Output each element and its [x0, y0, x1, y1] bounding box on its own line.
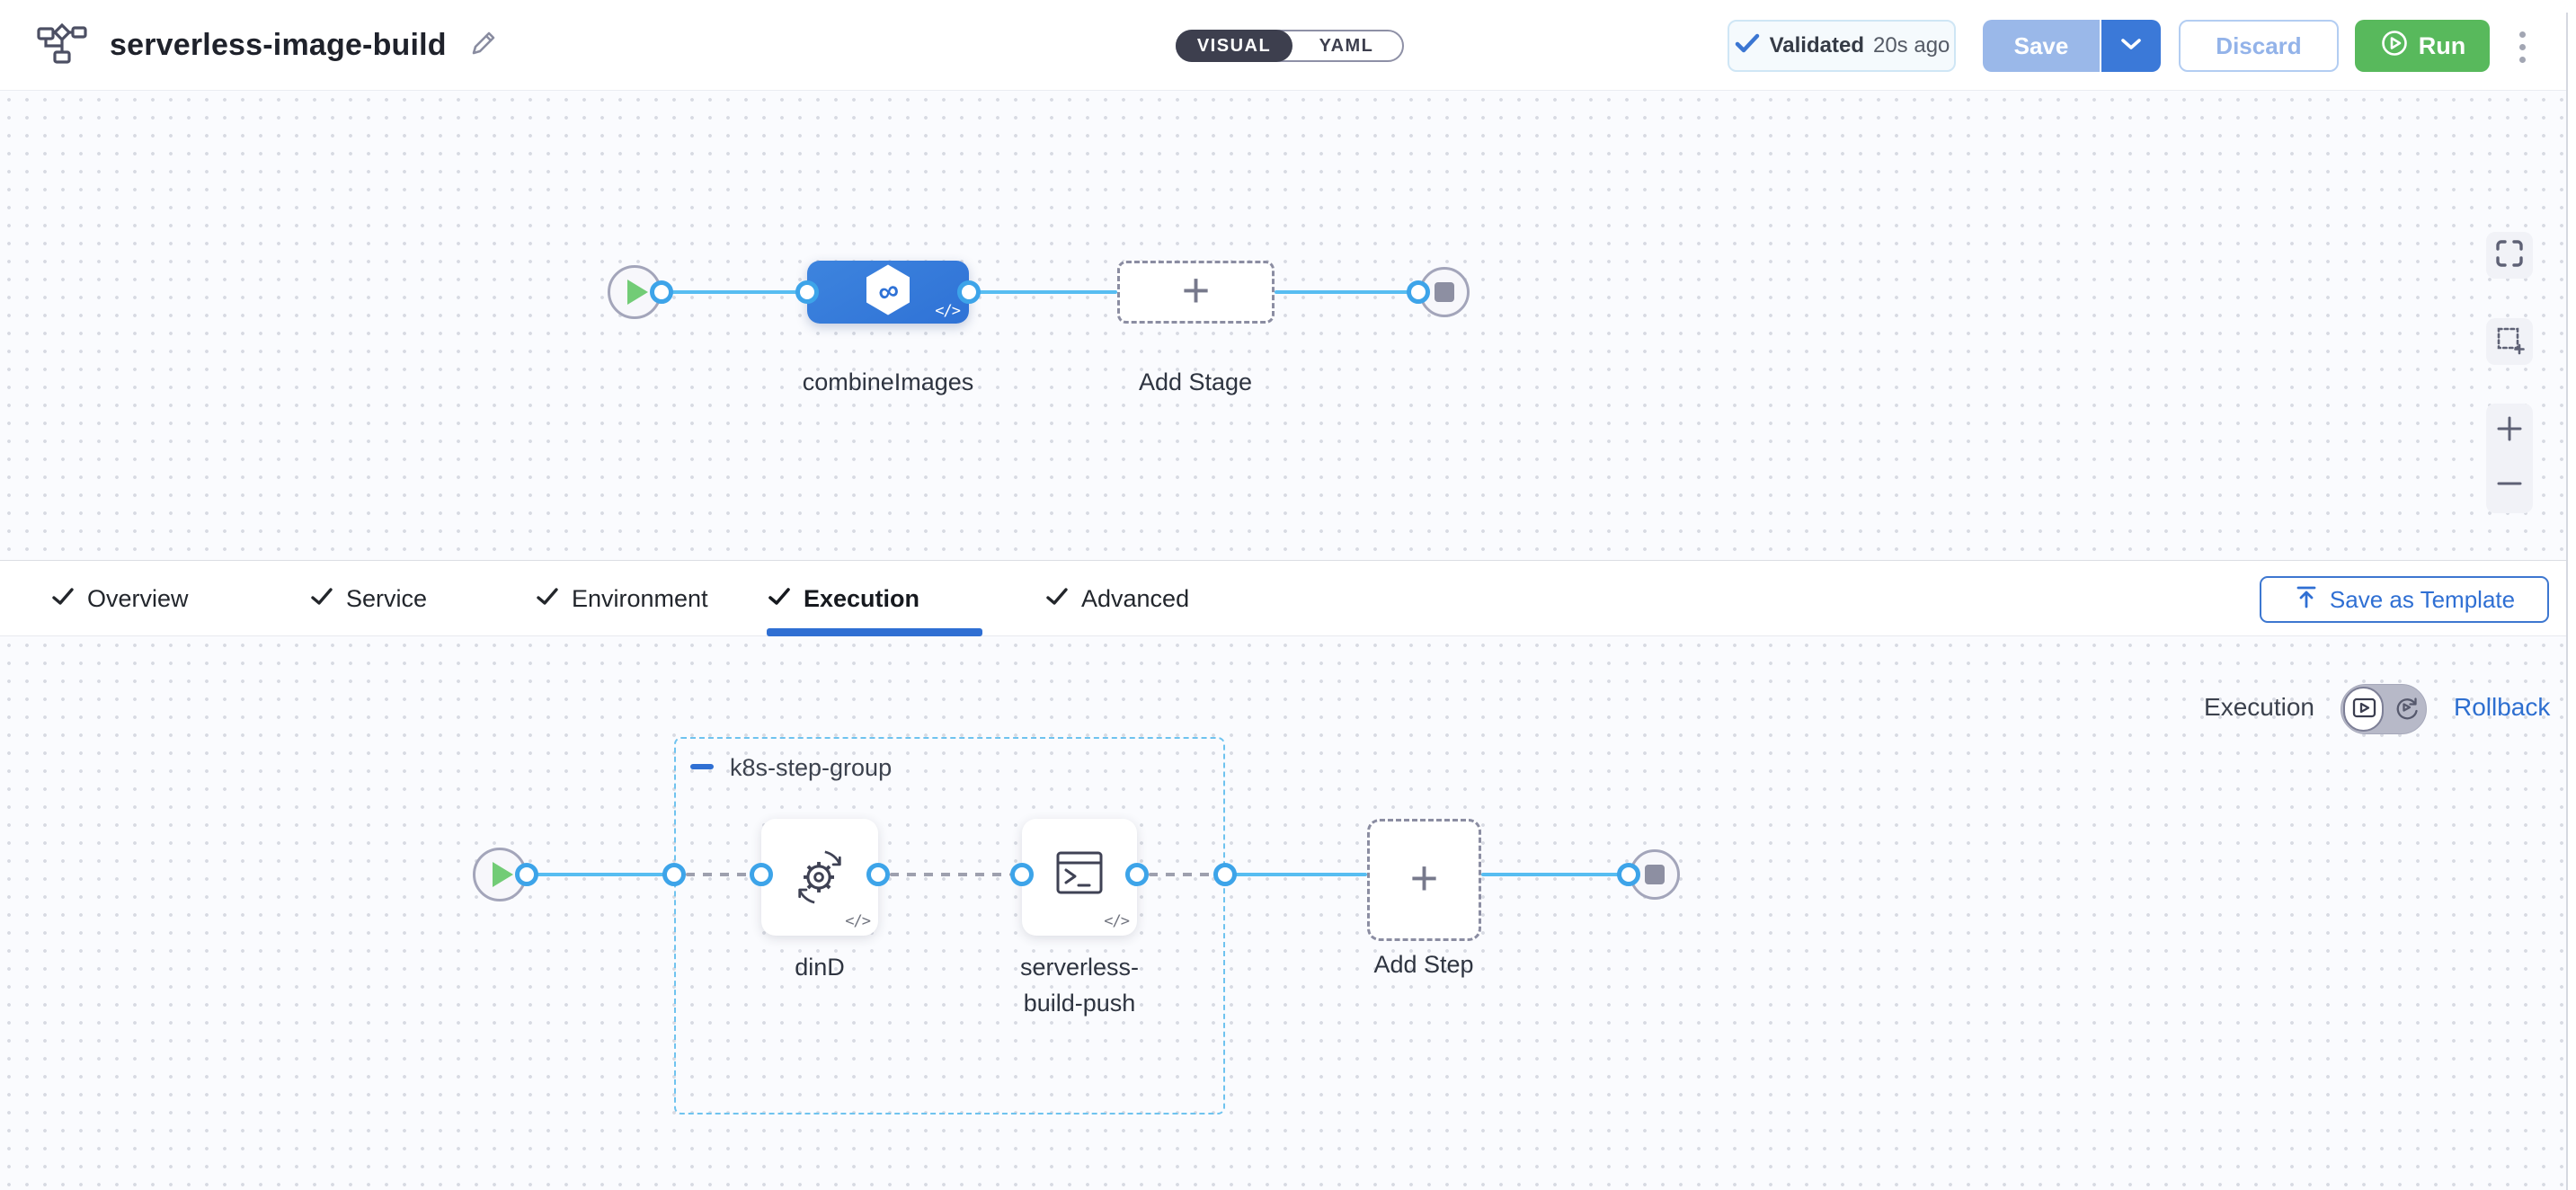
add-stage-label: Add Stage — [1138, 369, 1253, 395]
header-menu-kebab-icon[interactable] — [2513, 23, 2531, 70]
rollback-mode-segment[interactable] — [2385, 687, 2426, 732]
validated-label: Validated — [1769, 33, 1864, 58]
validated-time: 20s ago — [1872, 33, 1950, 58]
docker-in-docker-gear-icon — [791, 846, 848, 910]
visual-mode-button[interactable]: VISUAL — [1176, 30, 1292, 62]
zoom-controls — [2486, 404, 2533, 513]
stop-square-icon — [1435, 282, 1454, 302]
active-tab-underline — [767, 628, 982, 636]
connector-port[interactable] — [957, 280, 981, 304]
add-stage-button[interactable]: + — [1117, 261, 1275, 324]
page-title: serverless-image-build — [110, 27, 447, 62]
tab-check-icon — [768, 587, 791, 611]
step-name-label: serverless-build-push — [1019, 954, 1140, 1017]
upload-icon — [2294, 584, 2319, 616]
plus-icon: + — [1181, 263, 1211, 317]
connector-port[interactable] — [1125, 863, 1149, 886]
save-options-chevron-button[interactable] — [2101, 20, 2161, 72]
connector-port[interactable] — [650, 280, 673, 304]
connector-port[interactable] — [1407, 280, 1430, 304]
header: serverless-image-build VISUAL YAML Valid… — [0, 0, 2576, 91]
step-card-serverless-build-push[interactable]: </> — [1022, 819, 1137, 936]
code-icon: </> — [1104, 912, 1130, 930]
tab-check-icon — [1045, 587, 1069, 611]
step-name-label: dinD — [795, 954, 845, 981]
run-play-icon — [2379, 28, 2410, 65]
connector-port[interactable] — [866, 863, 890, 886]
rollback-circular-arrow-icon — [2393, 694, 2420, 725]
run-label: Run — [2418, 31, 2466, 59]
right-panel-edge — [2566, 13, 2576, 1190]
zoom-in-button[interactable] — [2495, 414, 2524, 448]
tab-execution[interactable]: Execution — [768, 561, 919, 637]
visual-yaml-toggle: VISUAL YAML — [1176, 30, 1404, 62]
tab-overview[interactable]: Overview — [51, 561, 189, 637]
tab-environment[interactable]: Environment — [536, 561, 708, 637]
run-button[interactable]: Run — [2355, 20, 2490, 72]
execution-play-icon — [2350, 694, 2377, 725]
start-play-icon — [493, 862, 513, 887]
pipeline-flowchart-icon — [36, 21, 88, 70]
connector-port[interactable] — [1617, 863, 1640, 886]
connector-port[interactable] — [1010, 863, 1034, 886]
marquee-select-button[interactable] — [2486, 318, 2533, 365]
connector-port[interactable] — [662, 863, 686, 886]
tab-advanced[interactable]: Advanced — [1045, 561, 1189, 637]
collapse-group-minus-icon[interactable] — [690, 764, 714, 769]
connector-port[interactable] — [1213, 863, 1237, 886]
execution-mode-label: Execution — [2204, 693, 2314, 721]
stage-canvas[interactable] — [0, 91, 2576, 560]
connector-port[interactable] — [515, 863, 538, 886]
save-as-template-button[interactable]: Save as Template — [2260, 576, 2549, 623]
zoom-out-button[interactable] — [2495, 469, 2524, 502]
save-button[interactable]: Save — [1983, 20, 2101, 72]
step-group-name[interactable]: k8s-step-group — [730, 754, 893, 781]
validated-check-icon — [1734, 32, 1761, 59]
step-card-dind[interactable]: </> — [761, 819, 878, 936]
execution-canvas[interactable] — [0, 636, 2576, 1190]
execution-rollback-toggle[interactable] — [2341, 684, 2427, 734]
edit-title-pencil-icon[interactable] — [468, 28, 499, 63]
stop-square-icon — [1645, 865, 1665, 884]
plus-icon: + — [1409, 851, 1439, 905]
start-play-icon — [627, 280, 648, 305]
yaml-mode-button[interactable]: YAML — [1319, 35, 1374, 56]
stage-card-combineimages[interactable]: ∞ </> — [807, 261, 969, 324]
add-step-button[interactable]: + — [1367, 819, 1481, 941]
terminal-icon — [1053, 849, 1106, 906]
tab-check-icon — [536, 587, 559, 611]
save-as-template-label: Save as Template — [2329, 585, 2516, 613]
tab-service[interactable]: Service — [310, 561, 427, 637]
chevron-down-icon — [2119, 37, 2143, 56]
fit-to-screen-button[interactable] — [2486, 232, 2533, 279]
tab-check-icon — [310, 587, 333, 611]
save-split-button: Save — [1983, 20, 2161, 72]
code-icon: </> — [935, 302, 961, 320]
step-group-box[interactable] — [674, 737, 1225, 1115]
code-icon: </> — [845, 912, 871, 930]
fullscreen-corners-icon — [2493, 237, 2526, 274]
validated-badge[interactable]: Validated 20s ago — [1728, 20, 1956, 72]
execution-mode-segment[interactable] — [2343, 687, 2385, 732]
connector-port[interactable] — [795, 280, 819, 304]
tab-check-icon — [51, 587, 75, 611]
connector-port[interactable] — [750, 863, 773, 886]
discard-button[interactable]: Discard — [2179, 20, 2339, 72]
stage-name-label: combineImages — [802, 369, 974, 395]
add-step-label: Add Step — [1373, 951, 1474, 978]
marquee-selection-icon — [2493, 324, 2526, 360]
stage-config-tabbar: Overview Service Environment Execution A… — [0, 560, 2576, 636]
stage-hexagon-infinity-icon: ∞ — [863, 263, 913, 322]
rollback-link[interactable]: Rollback — [2454, 693, 2551, 721]
